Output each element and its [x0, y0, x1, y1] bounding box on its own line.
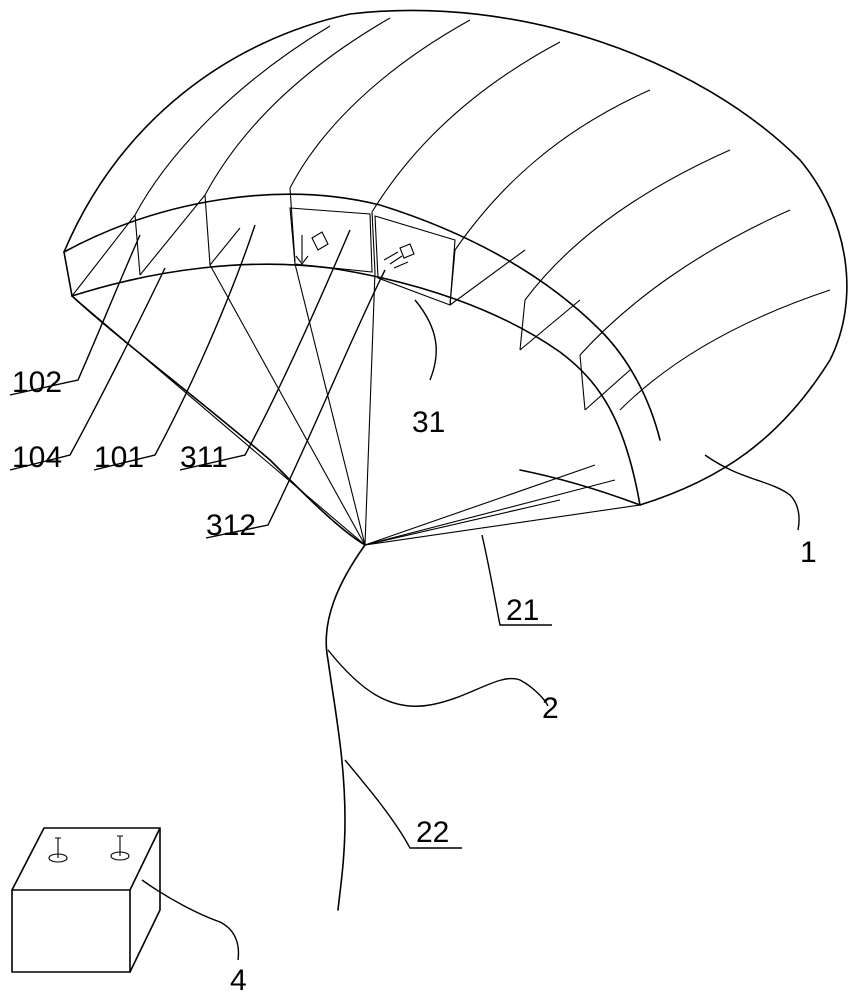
label-104: 104 [12, 441, 62, 474]
label-102: 102 [12, 366, 62, 399]
label-31: 31 [412, 406, 445, 439]
reference-labels: 102 104 101 311 312 31 1 21 2 22 4 [12, 366, 817, 997]
tether [325, 544, 366, 911]
label-101: 101 [94, 441, 144, 474]
label-1: 1 [800, 536, 817, 569]
label-311: 311 [180, 441, 228, 474]
label-312: 312 [206, 509, 256, 542]
label-21: 21 [506, 594, 539, 627]
label-4: 4 [230, 964, 247, 997]
controller-box [11, 827, 161, 973]
suspension-lines [71, 263, 641, 546]
valve-assembly [289, 207, 456, 306]
label-2: 2 [542, 692, 559, 725]
leader-lines [9, 224, 800, 961]
label-22: 22 [416, 816, 449, 849]
